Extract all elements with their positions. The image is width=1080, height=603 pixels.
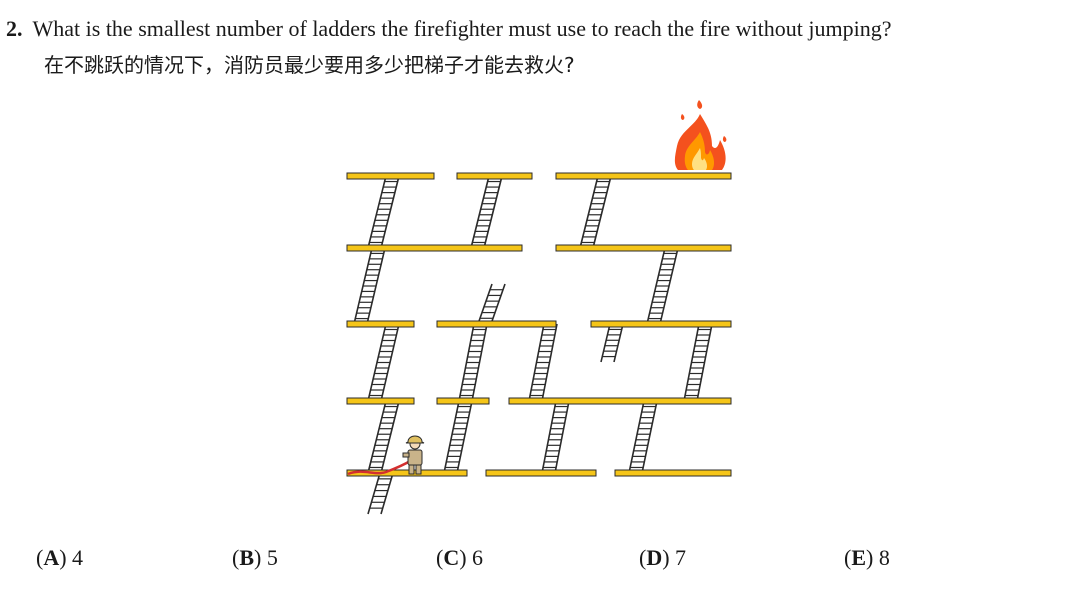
ladder-rail-right — [490, 283, 506, 325]
platform-6 — [346, 320, 415, 328]
ladder-rail-right — [456, 400, 473, 474]
option-d-value: 7 — [675, 545, 687, 570]
platform-7 — [436, 320, 557, 328]
option-a-letter: A — [43, 545, 60, 570]
ladder-rail-left — [600, 323, 611, 363]
ladder-rail-left — [541, 400, 557, 474]
ladders — [353, 175, 713, 515]
option-d-letter: D — [646, 545, 663, 570]
ladder-puzzle-figure — [330, 96, 750, 526]
ladder-1 — [367, 175, 400, 249]
ladder-rail-right — [483, 175, 503, 249]
ladder-rail-left — [470, 175, 490, 249]
option-b[interactable]: (B) 5 — [232, 545, 278, 570]
ladder-8 — [477, 283, 506, 325]
firefighter-body — [407, 449, 423, 466]
ladder-6 — [367, 323, 400, 402]
platform-10 — [436, 397, 490, 405]
ladder-9 — [528, 323, 558, 402]
option-c[interactable]: (C) 6 — [436, 545, 484, 570]
ladder-14 — [541, 400, 570, 474]
firefighter-icon — [347, 435, 425, 476]
option-a-value: 4 — [72, 545, 84, 570]
option-c-value: 6 — [472, 545, 484, 570]
spark-left — [680, 114, 685, 120]
platform-14 — [614, 469, 732, 477]
question-number: 2. — [6, 16, 23, 41]
platform-13 — [485, 469, 597, 477]
ladder-3 — [579, 175, 612, 249]
ladder-puzzle-diagram — [346, 100, 732, 515]
platform-8 — [590, 320, 732, 328]
ladder-rail-right — [380, 400, 400, 474]
platform-4 — [346, 244, 523, 252]
platform-11 — [508, 397, 732, 405]
option-a[interactable]: (A) 4 — [36, 545, 84, 570]
firefighter-arm — [402, 452, 410, 458]
ladder-rail-left — [367, 472, 381, 515]
ladder-rail-left — [628, 400, 645, 474]
platform-2 — [456, 172, 533, 180]
ladder-rail-right — [641, 400, 658, 474]
spark-right — [722, 136, 727, 142]
ladder-rail-right — [554, 400, 570, 474]
firefighter-helmet — [405, 435, 425, 444]
firefighter-leg-right — [415, 464, 422, 475]
question-text-en: 2. What is the smallest number of ladders… — [6, 14, 1076, 44]
option-c-letter: C — [443, 545, 460, 570]
option-e[interactable]: (E) 8 — [844, 545, 890, 570]
platform-9 — [346, 397, 415, 405]
ladder-rail-left — [367, 400, 387, 474]
ladder-16 — [367, 472, 394, 515]
fire-hose — [347, 458, 413, 476]
option-b-value: 5 — [266, 545, 278, 570]
answer-options: (A) 4 (B) 5 (C) 6 (D) 7 (E) 8 — [0, 538, 1080, 578]
platform-1 — [346, 172, 435, 180]
question-text-zh: 在不跳跃的情况下，消防员最少要用多少把梯子才能去救火? — [44, 53, 575, 77]
ladder-5 — [646, 247, 679, 325]
flame-inner — [692, 148, 708, 170]
platform-5 — [555, 244, 732, 252]
ladder-12 — [367, 400, 400, 474]
ladder-2 — [470, 175, 503, 249]
option-e-value: 8 — [878, 545, 890, 570]
ladder-15 — [628, 400, 658, 474]
ladder-rail-right — [380, 175, 400, 249]
question-text-english: What is the smallest number of ladders t… — [32, 16, 892, 41]
ladder-4 — [353, 247, 386, 325]
ladder-rail-right — [613, 323, 624, 363]
spark-top — [697, 100, 703, 109]
option-d[interactable]: (D) 7 — [639, 545, 687, 570]
firefighter-leg-left — [408, 464, 415, 475]
question: 2. What is the smallest number of ladders… — [6, 14, 1076, 80]
platform-3 — [555, 172, 732, 180]
ladder-7 — [458, 323, 488, 402]
ladder-rail-right — [380, 472, 394, 515]
ladder-rail-right — [592, 175, 612, 249]
ladder-13 — [443, 400, 473, 474]
ladder-rail-left — [579, 175, 599, 249]
ladder-rail-left — [367, 175, 387, 249]
option-b-letter: B — [239, 545, 255, 570]
ladder-rail-left — [477, 283, 493, 325]
ladder-11 — [683, 323, 713, 402]
platforms — [346, 172, 732, 477]
fire-icon — [674, 100, 727, 170]
option-e-letter: E — [851, 545, 867, 570]
ladder-rail-left — [443, 400, 460, 474]
ladder-10 — [600, 323, 624, 363]
platform-12 — [346, 469, 468, 477]
